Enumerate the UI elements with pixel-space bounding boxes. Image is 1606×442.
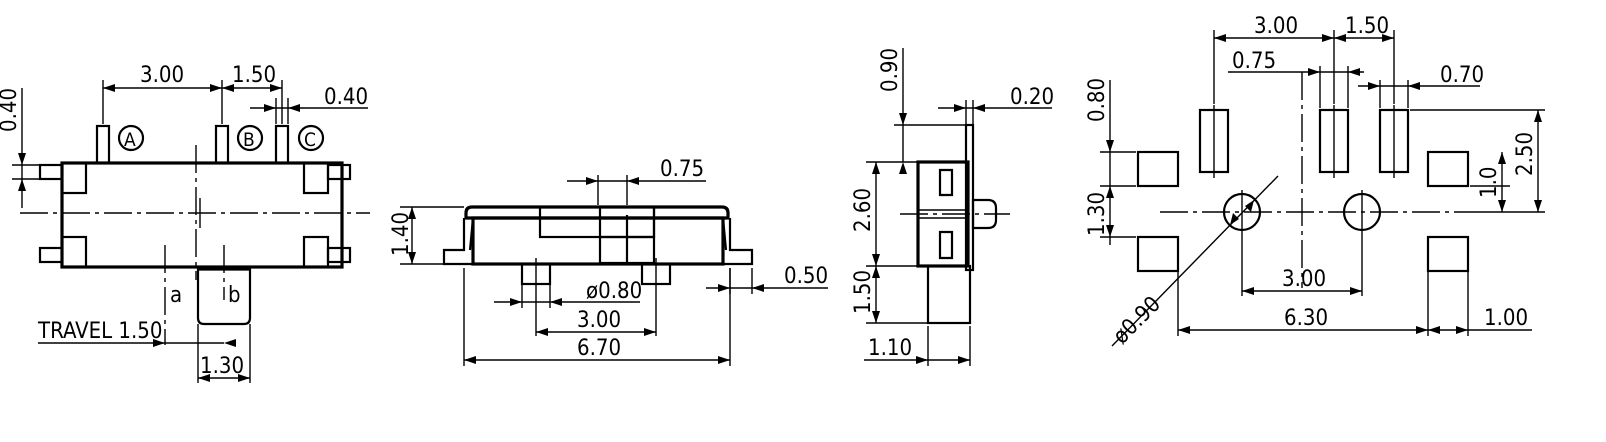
pad-right-bottom xyxy=(1426,235,1470,273)
dim-top-pitch-bc: 1.50 xyxy=(232,63,276,88)
dim-fp-pitch-bc: 1.50 xyxy=(1345,14,1389,39)
terminal-c-circle xyxy=(297,124,325,152)
dim-side-depth: 1.10 xyxy=(868,336,912,361)
side-view-knob xyxy=(971,198,998,230)
dim-front-boss-pitch: 3.00 xyxy=(577,308,621,333)
top-view-body xyxy=(60,161,344,269)
dim-front-lead-length: 0.50 xyxy=(784,264,828,289)
side-view-actuator xyxy=(926,264,972,325)
terminal-a xyxy=(95,124,111,165)
terminal-b-circle xyxy=(236,124,264,152)
dim-fp-pitch-ab: 3.00 xyxy=(1254,14,1298,39)
pad-left-bottom xyxy=(1136,235,1180,273)
dim-side-top-offset: 0.90 xyxy=(878,48,903,92)
dim-front-actuator-width: 0.75 xyxy=(660,157,704,182)
dim-fp-outer-height: 2.50 xyxy=(1513,132,1538,176)
dim-side-actuator-height: 1.50 xyxy=(851,270,876,314)
actuator xyxy=(196,267,252,326)
position-a-label: a xyxy=(170,283,182,308)
position-b-label: b xyxy=(228,283,241,308)
front-view-body xyxy=(471,216,725,266)
terminal-a-label: A xyxy=(124,129,136,151)
pad-right-top xyxy=(1426,150,1470,188)
front-view-plate xyxy=(464,205,730,220)
dim-fp-pad-row-gap: 1.30 xyxy=(1085,192,1110,236)
top-view: a b A B C 3.00 1.50 0.40 0.40 TRAVEL 1.5… xyxy=(0,63,370,383)
front-view: 0.75 1.40 ø0.80 3.00 6.70 0.50 xyxy=(389,157,828,366)
terminal-b-label: B xyxy=(243,129,255,151)
dim-top-terminal-offset: 0.40 xyxy=(324,85,368,110)
dim-front-overall-length: 6.70 xyxy=(577,336,621,361)
dim-fp-side-pad-width: 1.00 xyxy=(1484,306,1528,331)
dim-front-boss-dia: ø0.80 xyxy=(586,279,642,304)
dim-fp-pad-height: 0.80 xyxy=(1085,78,1110,122)
terminal-a-circle xyxy=(117,124,145,152)
dim-front-height: 1.40 xyxy=(389,212,414,256)
terminal-b xyxy=(214,124,230,165)
dim-fp-pad-width-c: 0.70 xyxy=(1440,63,1484,88)
terminal-c xyxy=(274,124,290,165)
side-view: 0.90 0.20 2.60 1.50 1.10 xyxy=(851,48,1054,366)
footprint-view: 3.00 1.50 0.75 0.70 0.80 1.30 2.50 1.0 xyxy=(1085,14,1545,349)
dim-top-terminal-width: 0.40 xyxy=(0,88,22,132)
dim-top-pitch-ab: 3.00 xyxy=(140,63,184,88)
dim-fp-inner-height: 1.0 xyxy=(1477,167,1502,198)
dim-fp-hole-pitch: 3.00 xyxy=(1282,267,1326,292)
dim-side-lead-thickness: 0.20 xyxy=(1010,85,1054,110)
dim-fp-pad-width: 0.75 xyxy=(1232,49,1276,74)
dim-top-actuator-width: 1.30 xyxy=(200,354,244,379)
dim-top-travel: TRAVEL 1.50 xyxy=(37,319,162,344)
terminal-c-label: C xyxy=(304,129,316,151)
dim-side-body-height: 2.60 xyxy=(851,188,876,232)
pad-left-top xyxy=(1136,150,1180,188)
dim-fp-overall-width: 6.30 xyxy=(1284,306,1328,331)
